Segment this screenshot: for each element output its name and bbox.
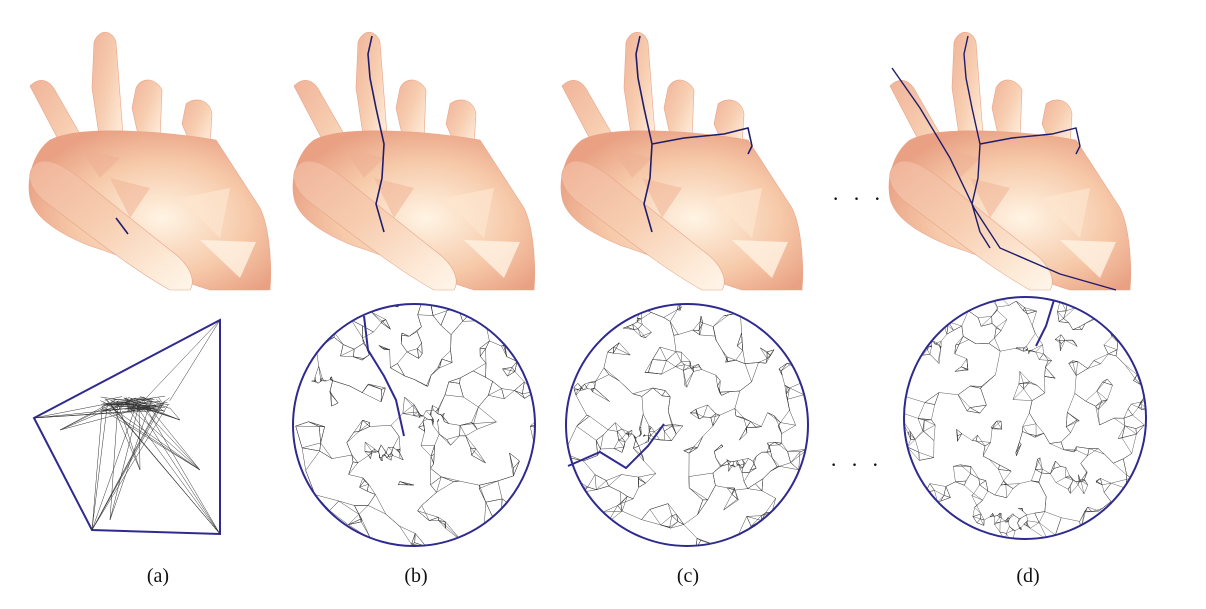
mesh-edge <box>536 419 538 425</box>
mesh-edge <box>430 301 431 302</box>
mesh-edge <box>579 487 581 492</box>
mesh-edge <box>538 414 540 420</box>
mesh-panel-a <box>34 320 220 534</box>
mesh-edge <box>915 342 918 347</box>
mesh-edge <box>422 300 430 303</box>
mesh-edge <box>912 341 916 345</box>
mesh-edge <box>900 413 901 417</box>
mesh-panel-b <box>293 300 540 546</box>
mesh-edge <box>992 297 993 301</box>
mesh-edge <box>914 352 919 359</box>
mesh-edge <box>914 347 915 359</box>
mesh-panel-d <box>900 295 1149 543</box>
mesh-edge <box>564 453 565 456</box>
mesh-edge <box>912 342 918 345</box>
mesh-edge <box>915 341 916 347</box>
mesh-edge <box>916 341 918 342</box>
mesh-edge <box>536 414 540 426</box>
mesh-edge <box>422 300 430 301</box>
hand-panel-b <box>293 32 535 290</box>
mesh-edge <box>535 414 540 428</box>
boundary-a <box>34 320 220 534</box>
mesh-edge <box>316 343 319 349</box>
mesh-edge <box>992 297 995 301</box>
panel-label-d: (d) <box>998 565 1058 588</box>
mesh-edge <box>1146 388 1150 398</box>
mesh-edge <box>912 344 915 346</box>
mesh-edge <box>564 453 565 456</box>
mesh-edge <box>915 347 919 352</box>
mesh-edge <box>1109 329 1113 330</box>
ellipsis-top: · · · <box>832 186 885 212</box>
mesh-edge <box>802 371 805 381</box>
panel-label-b: (b) <box>386 565 446 588</box>
mesh-edge <box>316 343 319 349</box>
mesh-edge <box>422 300 430 301</box>
mesh-edge <box>916 341 918 342</box>
mesh-edge <box>992 295 999 297</box>
mesh-edge <box>915 341 916 347</box>
mesh-edge <box>430 301 431 302</box>
mesh-edge <box>999 295 1002 299</box>
ellipsis-bottom: · · · <box>830 452 883 478</box>
mesh-panel-c <box>564 302 808 549</box>
mesh-edge <box>1005 541 1012 542</box>
mesh-edge <box>999 295 1002 299</box>
mesh-edge <box>992 295 999 297</box>
mesh-edge <box>579 487 581 492</box>
mesh-edge <box>577 480 579 487</box>
mesh-edge <box>912 344 915 346</box>
mesh-edge <box>915 342 918 347</box>
mesh-edge <box>538 414 540 420</box>
mesh-edge <box>1005 541 1012 542</box>
mesh-edge <box>912 342 918 345</box>
panel-label-a: (a) <box>128 565 188 588</box>
mesh-edge <box>992 297 993 301</box>
mesh-edge <box>900 413 901 417</box>
mesh-edge <box>577 480 579 487</box>
mesh-edge <box>536 419 538 425</box>
mesh-edge <box>912 341 916 345</box>
panel-label-c: (c) <box>658 565 718 588</box>
hand-panel-d <box>889 32 1131 290</box>
mesh-edge <box>992 297 995 301</box>
hand-panel-c <box>561 32 803 290</box>
mesh-edge <box>1109 329 1113 330</box>
mesh-edge <box>422 300 430 303</box>
hand-panel-a <box>29 32 271 290</box>
mesh-edge <box>802 371 805 381</box>
